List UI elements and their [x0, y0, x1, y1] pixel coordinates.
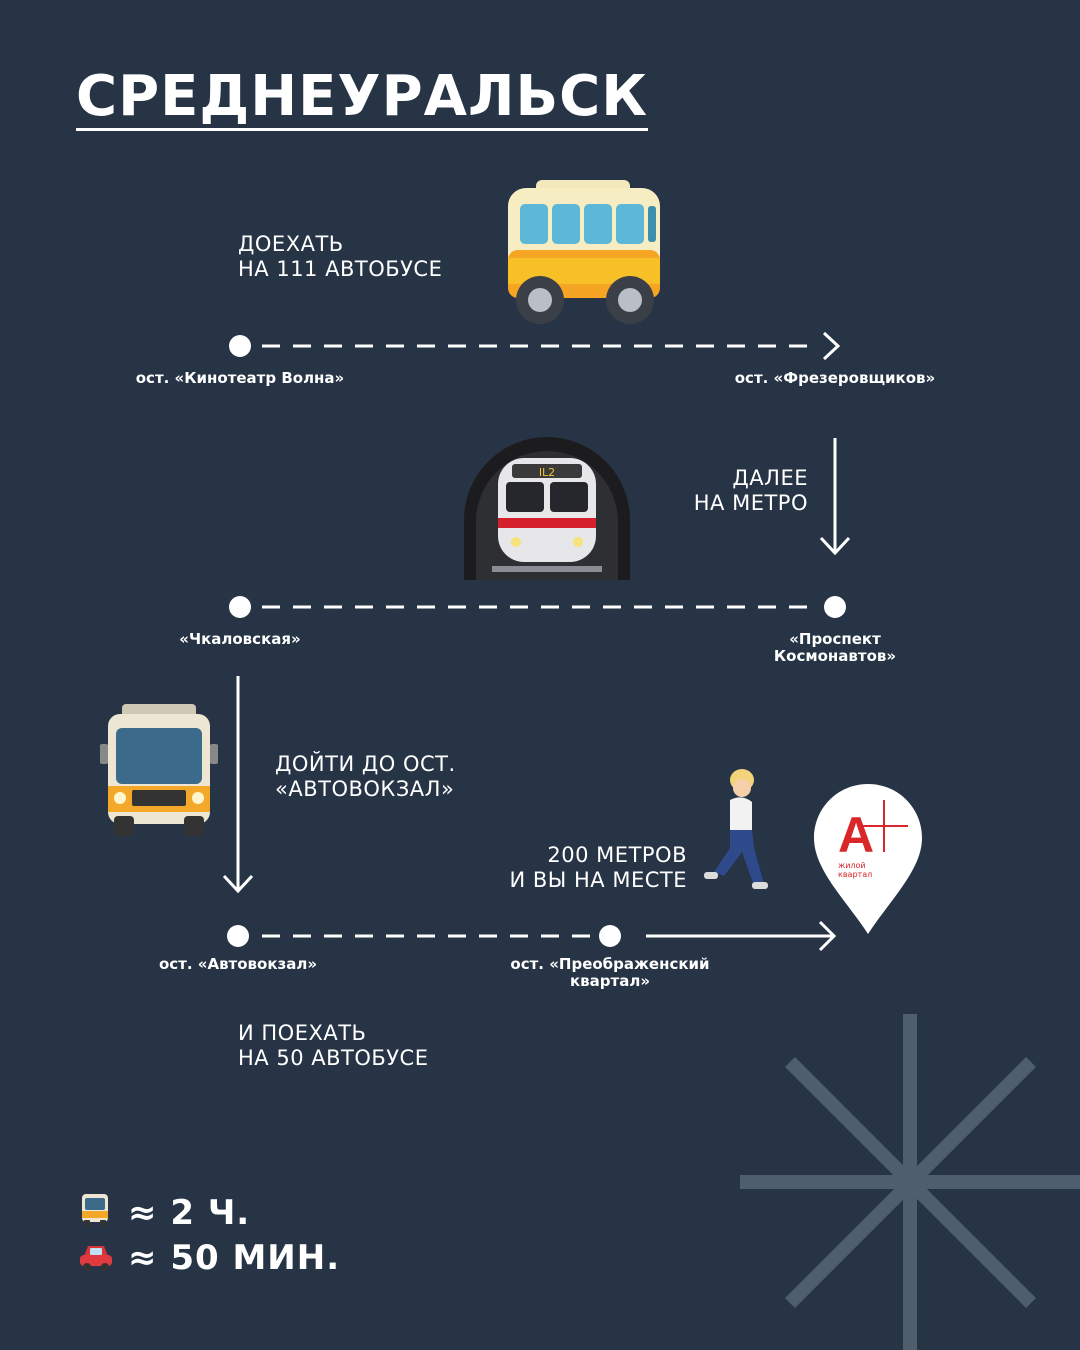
location-pin-logo: A жилой квартал	[814, 784, 922, 934]
page-title: СРЕДНЕУРАЛЬСК	[76, 64, 649, 131]
stop-label-preobr-line2: квартал»	[569, 972, 651, 990]
step-walk-to: ДОЙТИ ДО ОСТ. «АВТОВОКЗАЛ»	[275, 752, 456, 802]
stop-dot-kinoteatr	[229, 335, 251, 357]
stop-dot-chkalov	[229, 596, 251, 618]
stop-label-kinoteatr: ост. «Кинотеатр Волна»	[135, 369, 345, 387]
step-bus111: ДОЕХАТЬ НА 111 АВТОБУСЕ	[238, 232, 442, 282]
stop-label-prospekt-line2: Космонавтов»	[773, 647, 897, 665]
step-bus111-line1: ДОЕХАТЬ	[238, 232, 344, 256]
arrow-right-icon	[818, 920, 837, 952]
step-bus50-line1: И ПОЕХАТЬ	[238, 1021, 367, 1045]
step-final-line2: И ВЫ НА МЕСТЕ	[509, 868, 687, 892]
arrow-down-icon	[222, 874, 254, 894]
logo-mark: A	[838, 807, 874, 863]
stop-label-avtovokzal: ост. «Автовокзал»	[158, 955, 318, 973]
stop-label-chkalov: «Чкаловская»	[179, 630, 301, 648]
time-car: ≈ 50 МИН.	[128, 1238, 341, 1278]
walking-person-icon	[704, 769, 768, 889]
arrow-down-icon	[819, 536, 851, 556]
step-bus50-line2: НА 50 АВТОБУСЕ	[238, 1046, 429, 1070]
asterisk-decoration	[740, 1014, 1080, 1350]
step-walk-line2: «АВТОВОКЗАЛ»	[275, 777, 455, 801]
step-metro: ДАЛЕЕ НА МЕТРО	[640, 466, 808, 516]
metro-icon: IL2	[464, 437, 630, 580]
stop-label-prospekt-line1: «Проспект	[789, 630, 881, 648]
bus-icon	[508, 180, 660, 324]
logo-sub-2: квартал	[838, 870, 872, 879]
metro-line-label: IL2	[539, 466, 555, 479]
step-final-line1: 200 МЕТРОВ	[547, 843, 687, 867]
step-final: 200 МЕТРОВ И ВЫ НА МЕСТЕ	[440, 843, 687, 893]
stop-label-preobr: ост. «Преображенский квартал»	[490, 956, 730, 990]
step-bus111-line2: НА 111 АВТОБУСЕ	[238, 257, 443, 281]
chevron-right-icon	[822, 331, 841, 361]
stop-label-frezer: ост. «Фрезеровщиков»	[734, 369, 936, 387]
stop-dot-avtovokzal	[227, 925, 249, 947]
logo-sub-1: жилой	[838, 861, 866, 870]
stop-dot-prospekt	[824, 596, 846, 618]
trolleybus-icon	[100, 704, 218, 836]
step-bus50: И ПОЕХАТЬ НА 50 АВТОБУСЕ	[238, 1021, 429, 1071]
car-icon	[80, 1246, 112, 1271]
time-bus: ≈ 2 Ч.	[128, 1193, 251, 1233]
stop-label-preobr-line1: ост. «Преображенский	[510, 955, 710, 973]
step-metro-line2: НА МЕТРО	[693, 491, 808, 515]
step-metro-line1: ДАЛЕЕ	[732, 466, 808, 490]
bus-icon	[82, 1194, 108, 1226]
step-walk-line1: ДОЙТИ ДО ОСТ.	[275, 752, 456, 776]
stop-dot-preobr	[599, 925, 621, 947]
stop-label-prospekt: «Проспект Космонавтов»	[740, 631, 930, 665]
